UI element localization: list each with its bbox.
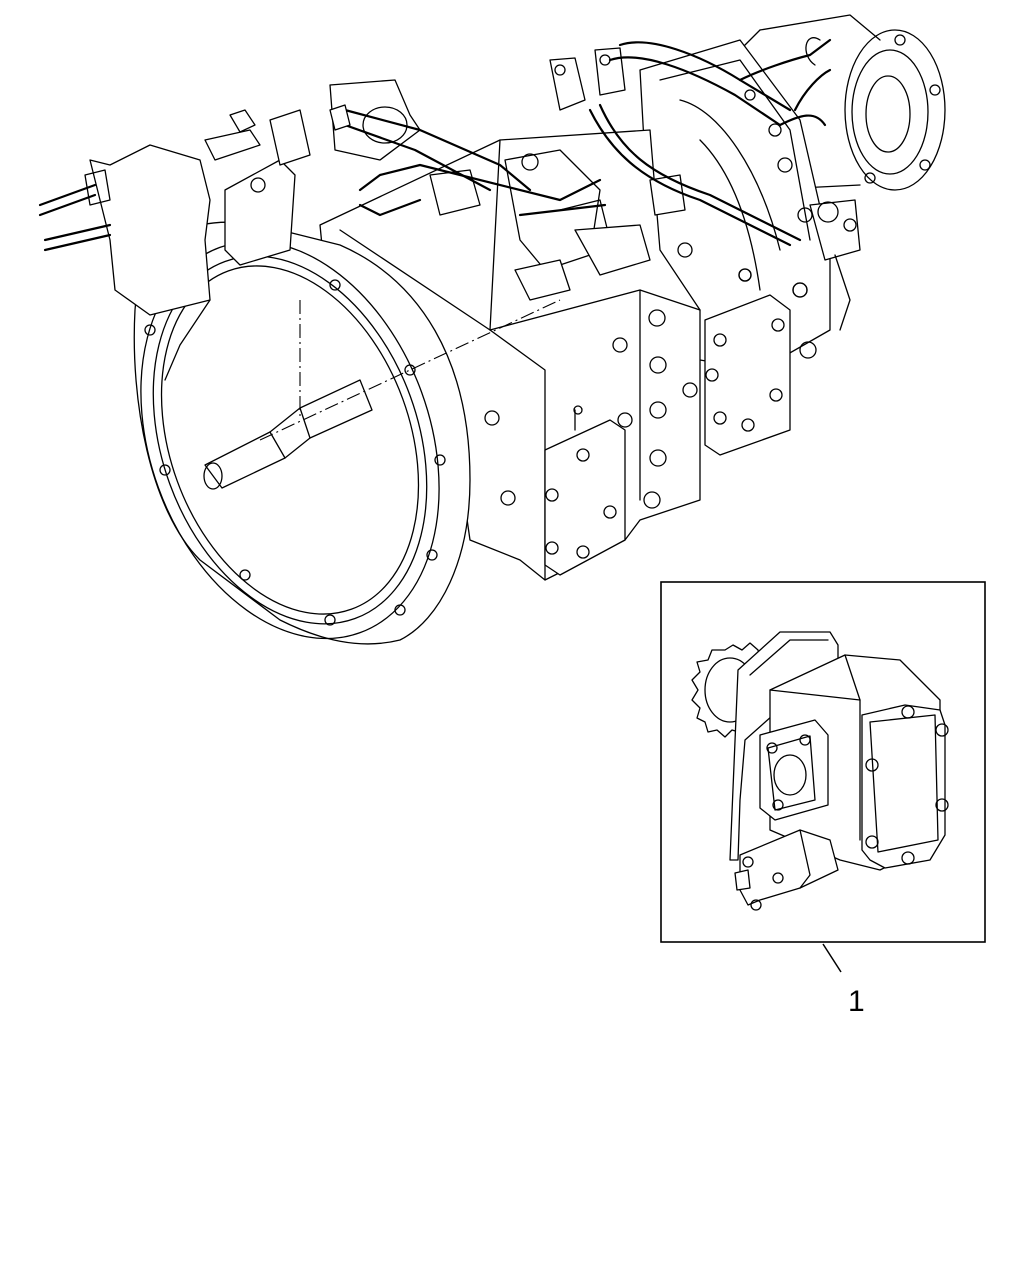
cover-bolt — [901, 705, 915, 719]
shift-tower — [329, 47, 686, 301]
pipework — [343, 38, 832, 247]
pto-cover-plate — [861, 704, 946, 869]
cover-bolt — [935, 723, 949, 737]
output-flange — [729, 14, 946, 191]
transmission-assembly — [38, 14, 946, 645]
cover-bolt — [935, 798, 949, 812]
range-valve — [809, 199, 861, 331]
pto-detail-inset — [660, 581, 986, 943]
pto-shift-cylinder — [734, 829, 839, 911]
centerline — [259, 299, 561, 441]
pto-cover — [544, 405, 626, 576]
callout-leader-line — [822, 943, 842, 973]
callout-label: 1 — [848, 985, 865, 1018]
side-cover-right — [704, 282, 817, 456]
clutch-control-bracket — [38, 104, 351, 381]
cover-bolt — [865, 758, 879, 772]
power-take-off-unit — [691, 631, 949, 911]
callout-1: 1 — [822, 943, 865, 1018]
cover-bolt — [901, 851, 915, 865]
cover-bolt — [865, 835, 879, 849]
